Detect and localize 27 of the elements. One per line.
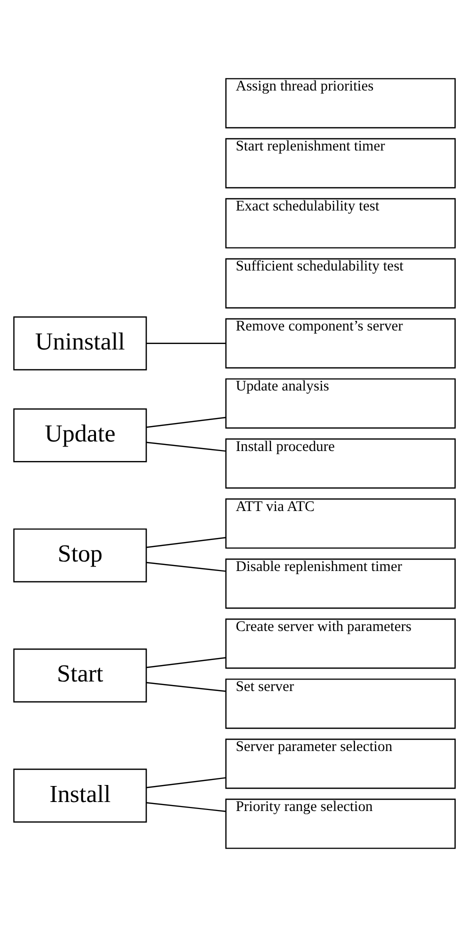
node-box: Assign thread priorities [224,78,456,128]
node-box: Uninstall [12,316,146,370]
connector [146,342,225,344]
connector [146,682,226,692]
node-box: Update analysis [224,378,456,429]
node-box: Set server [224,678,456,729]
node-box: Create server with parameters [224,618,456,669]
node-box: ATT via ATC [224,498,456,549]
node-box: Server parameter selection [224,738,456,789]
node-box: Exact schedulability test [224,198,456,248]
node-box: Disable replenishment timer [224,558,456,609]
node-box: Install [12,768,146,823]
connector [146,802,226,812]
node-box: Priority range selection [224,798,456,849]
node-box: Stop [12,528,146,582]
connector [146,777,226,788]
node-box: Install procedure [224,438,456,489]
node-box: Start [12,648,146,702]
connector [146,657,226,668]
connector [146,416,226,428]
connector [146,562,226,572]
connector [146,442,226,452]
node-box: Sufficient schedulability test [224,258,456,308]
node-box: Remove component’s server [224,318,456,369]
node-box: Update [12,408,146,462]
node-box: Start replenishment timer [224,138,456,188]
connector [146,537,226,548]
